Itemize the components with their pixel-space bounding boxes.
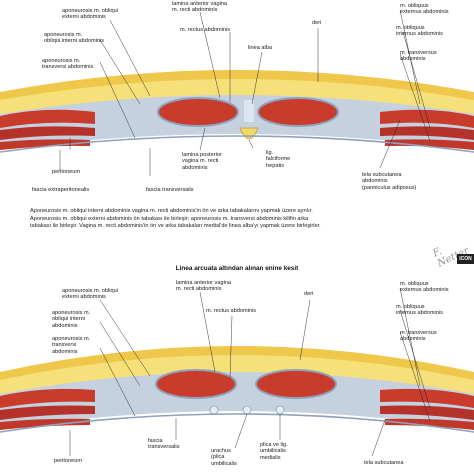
bottom-right-transversus [385,418,474,430]
bottom-left-oblique-external [0,388,95,408]
label-obliquus-internus-bottom: m. obliquus internus abdominis [396,304,443,317]
bottom-subcutaneous-fat [0,355,474,398]
label-aponeurosis-transversi-top: aponeurosis m. transversi abdominis [42,58,94,71]
label-fascia-transversalis-top: fascia transversalis [146,187,194,193]
top-caption: Aponeurosis m. obliqui interni abdominis… [30,208,321,230]
label-aponeurosis-obliqui-externi-top: aponeurosis m. obliqui externi abdominis [62,8,118,21]
label-plica-umbilicalis-medialis: plica ve lig. umbilicalis medialis [260,442,288,461]
bottom-skin-layer [0,346,474,394]
top-linea-alba [244,100,254,122]
top-right-oblique-external [380,109,474,128]
bottom-leader-lines [69,287,431,457]
label-lamina-anterior-top: lamina anterior vagina m. recti abdomini… [172,1,228,14]
label-peritoneum-bottom: peritoneum [54,458,82,464]
bottom-urachus [242,405,252,415]
label-deri-bottom: deri [304,291,314,297]
top-left-oblique-internal [0,126,95,140]
label-urachus: urachus (plica umbilicalis [211,448,237,467]
label-lig-falciforme: lig. falciforme hepatis [266,150,291,169]
label-obliquus-internus-top: m. obliquus internus abdominis [396,25,443,38]
bottom-plica-left [209,405,219,415]
label-fascia-transversalis-bottom: fascia transversalis [148,438,180,451]
top-rectus-right [257,97,339,127]
bottom-fascia-band [0,372,474,430]
top-left-oblique-external [0,109,95,128]
bottom-rectus-right [255,369,337,399]
bottom-left-oblique-internal [0,405,95,420]
label-lamina-posterior: lamina posterior vagina m. recti abdomin… [182,152,222,171]
top-cross-section [0,9,474,176]
label-tela-subcutanea-bottom: tela subcutanea [364,460,404,466]
label-linea-alba: linea alba [248,45,272,51]
label-tela-subcutanea-top: tela subcutanea abdominis (panniculus ad… [362,172,417,191]
bottom-section-title: Linea arcuata altından alınan enine kesi… [175,265,299,272]
top-peritoneum [0,135,474,153]
bottom-rectus-left [155,369,237,399]
bottom-cross-section [0,287,474,457]
label-aponeurosis-transversi-bottom: aponeurosis m. transversi abdominis [52,336,91,355]
label-aponeurosis-obliqui-interni-bottom: aponeurosis m. obliqui interni abdominis [52,310,91,329]
top-leader-lines [59,9,431,176]
top-right-transversus [385,139,474,150]
top-rectus-left [157,97,239,127]
bottom-plica-right [275,405,285,415]
label-transversus-top: m. transversus abdominis [400,50,437,63]
label-rectus-bottom: m. rectus abdominis [206,308,257,314]
label-aponeurosis-obliqui-externi-bottom: aponeurosis m. obliqui externi abdominis [62,288,118,301]
label-aponeurosis-obliqui-interni-top: aponeurosis m. obliqui interni abdominis [44,32,105,45]
publisher-logo: ICON [457,254,474,264]
label-fascia-extraperitonealis: fascia extraperitonealis [32,187,90,193]
top-right-oblique-internal [380,126,474,140]
bottom-peritoneum [0,413,474,433]
label-transversus-bottom: m. transversus abdominis [400,330,437,343]
bottom-left-transversus [0,418,90,430]
label-peritoneum-top: peritoneum [52,169,80,175]
label-obliquus-externus-bottom: m. obliquus externus abdominis [400,281,449,294]
top-falciform-ligament [239,127,259,140]
top-left-transversus [0,139,90,150]
top-fascia-band [0,95,474,150]
label-deri-top: deri [312,20,322,26]
label-obliquus-externus-top: m. obliquus externus abdominis [400,3,449,16]
label-lamina-anterior-bottom: lamina anterior vagina m. recti abdomini… [176,280,232,293]
label-rectus-top: m. rectus abdominis [180,27,231,33]
